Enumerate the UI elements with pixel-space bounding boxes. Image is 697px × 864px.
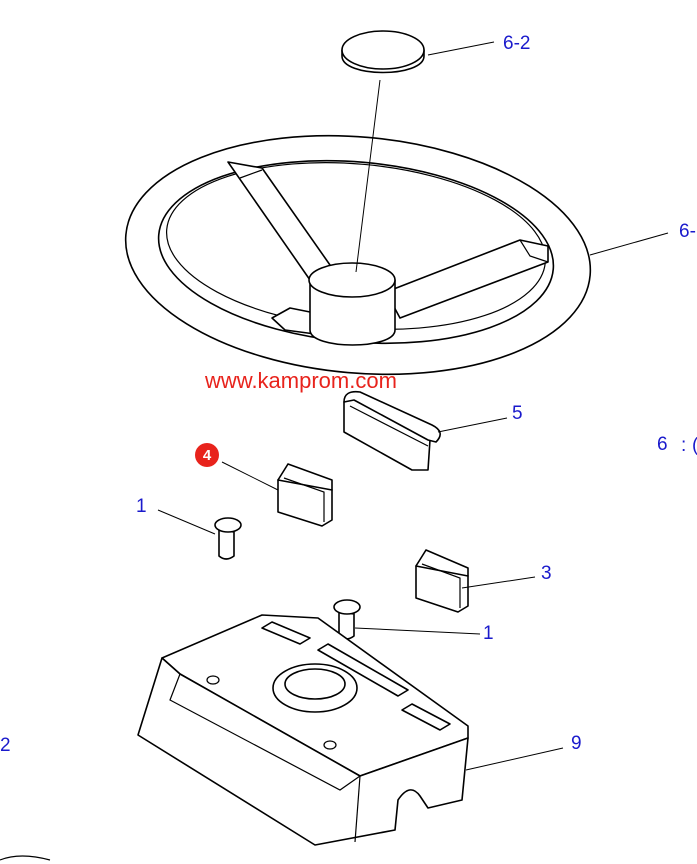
part-9-column-cover	[137, 614, 469, 846]
leader-lines	[157, 41, 669, 771]
callout-2[interactable]: 2	[0, 735, 11, 756]
callout-6-1[interactable]: 6-	[679, 221, 696, 242]
callout-9[interactable]: 9	[571, 733, 582, 754]
part-4-switch	[277, 463, 333, 527]
partial-part-edge	[0, 855, 51, 861]
callout-3[interactable]: 3	[541, 563, 552, 584]
callout-1-left[interactable]: 1	[136, 496, 147, 517]
callout-6-2[interactable]: 6-2	[503, 33, 530, 54]
callout-1-right[interactable]: 1	[483, 623, 494, 644]
callout-5[interactable]: 5	[512, 403, 523, 424]
callout-6[interactable]: 6	[657, 434, 668, 455]
part-1-bolt-left	[214, 517, 242, 560]
part-5-switch-cover	[343, 390, 441, 471]
callout-6-trailing: (	[692, 435, 697, 456]
callout-4: 4	[203, 447, 212, 464]
steering-wheel	[124, 134, 592, 376]
part-3-switch	[415, 549, 469, 613]
watermark-text: www.kamprom.com	[204, 368, 397, 393]
callout-6-colon: :	[681, 435, 686, 456]
horn-cap	[341, 30, 425, 74]
highlight-badge-4[interactable]: 4	[195, 443, 219, 467]
